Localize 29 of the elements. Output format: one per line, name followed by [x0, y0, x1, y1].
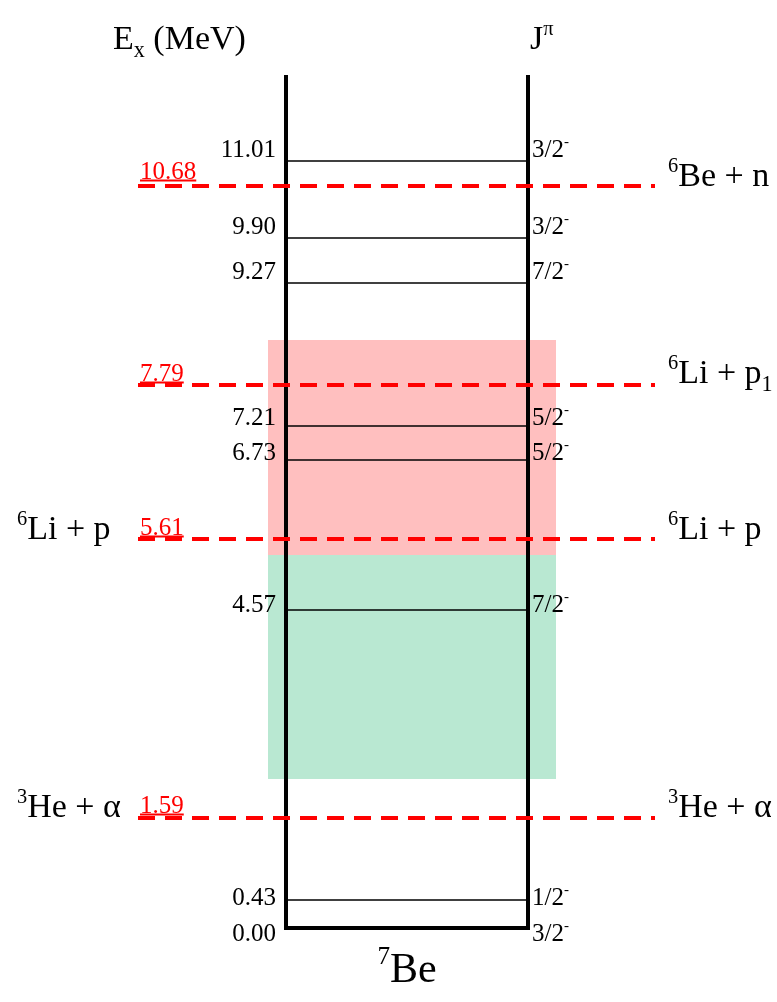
spin-parity: 3/2$^{-}$: [532, 135, 569, 161]
energy-value: 7.21: [232, 403, 276, 429]
axis-title: E$_{x}$ (MeV): [113, 21, 246, 55]
reaction-channel: $^{3}$He + α: [668, 789, 772, 823]
spin-parity: 7/2$^{-}$: [532, 257, 569, 283]
energy-value: 4.57: [232, 590, 276, 616]
energy-value: 9.90: [232, 212, 276, 238]
energy-value: 0.43: [232, 883, 276, 909]
spin-parity: 1/2$^{-}$: [532, 883, 569, 909]
threshold-energy: 10.68: [140, 157, 197, 183]
spin-parity: 3/2$^{-}$: [532, 919, 569, 945]
threshold-energy: 1.59: [140, 791, 184, 817]
energy-value: 6.73: [232, 438, 276, 464]
energy-value: 9.27: [232, 257, 276, 283]
nucleus-label: $^{7}$Be: [377, 947, 437, 989]
energy-value: 0.00: [232, 919, 276, 945]
spin-parity: 3/2$^{-}$: [532, 212, 569, 238]
reaction-channel: $^{6}$Li + p: [668, 511, 762, 545]
spin-parity: 5/2$^{-}$: [532, 403, 569, 429]
reaction-channel: $^{6}$Be + n: [668, 158, 770, 192]
axis-title: J$^{π}$: [530, 21, 554, 55]
spin-parity: 7/2$^{-}$: [532, 590, 569, 616]
threshold-energy: 5.61: [140, 513, 184, 539]
energy-value: 11.01: [220, 135, 276, 161]
reaction-channel: $^{3}$He + α: [17, 789, 121, 823]
spin-parity: 5/2$^{-}$: [532, 438, 569, 464]
reaction-channel: $^{6}$Li + p$_{1}$: [668, 355, 773, 389]
reaction-channel: $^{6}$Li + p: [17, 511, 111, 545]
threshold-energy: 7.79: [140, 359, 184, 385]
